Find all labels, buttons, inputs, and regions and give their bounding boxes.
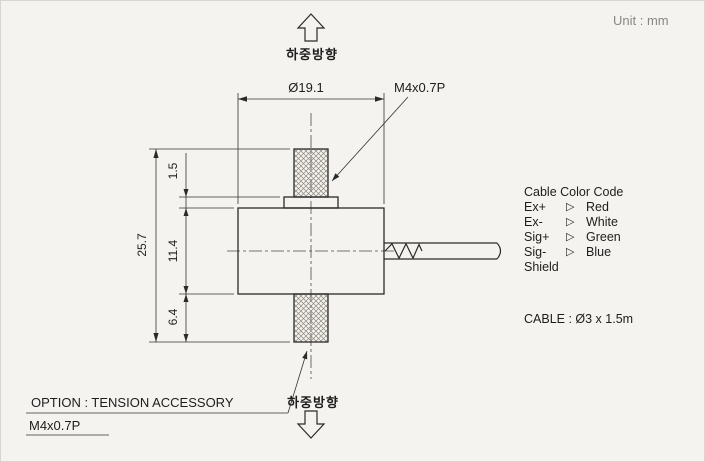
unit-label: Unit : mm [613,13,669,28]
cable-row: Sig+ ▷ Green [524,230,633,245]
triangle-icon: ▷ [566,216,575,228]
cable-row: Ex+ ▷ Red [524,200,633,215]
cable-color-code-title: Cable Color Code [524,185,624,199]
dimension-lines [26,93,409,436]
cable-signal: Ex- [524,215,543,229]
option-note-line1: OPTION : TENSION ACCESSORY [31,395,234,410]
cable-color: Green [586,230,621,244]
load-direction-bottom-label: 하중방향 [287,395,339,410]
cable-signal: Sig+ [524,230,550,244]
triangle-icon: ▷ [566,201,575,213]
load-direction-down-arrow [296,410,326,439]
cable-row: Shield [524,260,633,275]
thread-leader-line [331,96,409,182]
cable-signal: Shield [524,260,559,274]
cable [384,242,502,260]
strain-relief-zigzag [384,242,423,260]
cable-row: Ex- ▷ White [524,215,633,230]
thread-spec-label: M4x0.7P [394,80,446,95]
threaded-stud-top [293,148,329,198]
cable-spec-label: CABLE : Ø3 x 1.5m [524,312,634,326]
cable-color: White [586,215,618,229]
cable-color: Red [586,200,609,214]
option-leader-line [287,350,308,414]
cable-color: Blue [586,245,612,259]
cable-color-code-block: Cable Color Code Ex+ ▷ Red Ex- ▷ White S… [524,185,633,327]
cable-row: Sig- ▷ Blue [524,245,633,260]
dimension-arrowheads [153,96,384,360]
load-direction-up-arrow [296,13,326,42]
overall-height-dimension: 25.7 [135,233,149,257]
diameter-dimension-label: Ø19.1 [288,80,324,95]
stud-length-dimension: 6.4 [166,308,180,326]
triangle-icon: ▷ [566,246,575,258]
load-direction-top-label: 하중방향 [286,47,338,62]
collar-height-dimension: 1.5 [166,162,180,180]
body-height-dimension: 11.4 [166,239,180,263]
threaded-stud-bottom [293,293,329,343]
cable-signal: Ex+ [524,200,546,214]
triangle-icon: ▷ [566,231,575,243]
cable-signal: Sig- [524,245,547,259]
option-note-line2: M4x0.7P [29,418,81,433]
